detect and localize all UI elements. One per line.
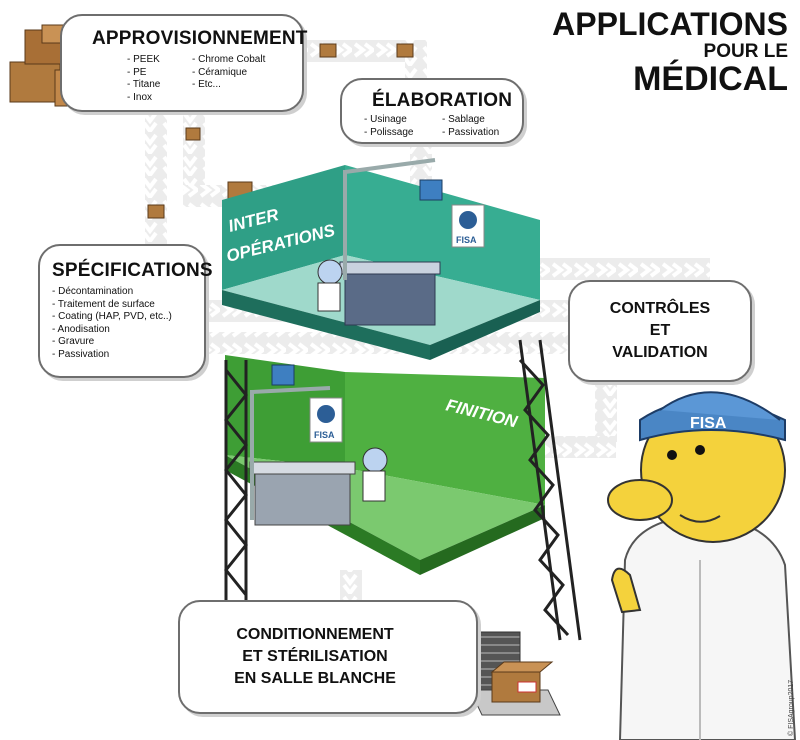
list-item: - Gravure xyxy=(52,336,95,347)
specifications-box: SPÉCIFICATIONS - Décontamination - Trait… xyxy=(38,244,213,378)
specifications-list: - Décontamination - Traitement de surfac… xyxy=(52,286,172,361)
elaboration-list-1: - Usinage - Polissage xyxy=(364,114,413,139)
conditionnement-line-3: EN SALLE BLANCHE xyxy=(234,670,396,687)
conveyor-mid-down xyxy=(183,110,205,190)
conditionnement-box: CONDITIONNEMENT ET STÉRILISATION EN SALL… xyxy=(178,600,478,714)
list-item: - PEEK xyxy=(127,54,160,65)
approvisionnement-title: APPROVISIONNEMENT xyxy=(92,28,308,49)
box-icon xyxy=(319,43,337,58)
list-item: - Chrome Cobalt xyxy=(192,54,266,65)
mascot-illustration xyxy=(607,391,797,740)
conveyor-elab-down xyxy=(410,140,432,190)
worker-icon xyxy=(362,447,388,473)
inter-operations-room xyxy=(222,158,540,360)
conditionnement-line-2: ET STÉRILISATION xyxy=(242,648,388,665)
controles-box: CONTRÔLES ET VALIDATION xyxy=(568,280,752,382)
list-item: - Décontamination xyxy=(52,286,134,297)
list-item: - Inox xyxy=(127,91,153,103)
title-line-medical: MÉDICAL xyxy=(633,60,788,98)
controles-text: CONTRÔLES ET VALIDATION xyxy=(570,298,750,364)
controles-line-2: ET xyxy=(649,322,671,339)
page-title: APPLICATIONS POUR LE MÉDICAL xyxy=(508,8,788,96)
workbench-icon xyxy=(344,269,436,326)
box-icon xyxy=(396,43,414,58)
list-item: - Sablage xyxy=(442,114,485,125)
conveyor-controle-down xyxy=(595,382,617,442)
conveyor-to-conditionnement xyxy=(340,570,362,604)
cap-logo-text: FISA xyxy=(690,415,727,432)
approvisionnement-list-2: - Chrome Cobalt - Céramique - Etc... xyxy=(192,54,265,92)
fisa-logo-text: FISA xyxy=(456,235,477,245)
list-item: - PE xyxy=(127,66,147,78)
conveyor-to-finition xyxy=(540,436,616,458)
copyright-text: © FISAgroup2017 xyxy=(787,680,795,736)
list-item: - Céramique xyxy=(192,66,248,78)
elaboration-list-2: - Sablage - Passivation xyxy=(442,114,499,139)
scaffold-pylons xyxy=(224,339,582,641)
workbench-icon xyxy=(254,469,351,526)
conveyor-left-down xyxy=(145,110,167,245)
list-item: - Etc... xyxy=(192,79,221,90)
list-item: - Coating (HAP, PVD, etc..) xyxy=(52,311,172,322)
finition-room xyxy=(225,355,545,575)
conditionnement-text: CONDITIONNEMENT ET STÉRILISATION EN SALL… xyxy=(180,624,450,690)
list-item: - Passivation xyxy=(52,348,110,360)
title-line-applications: APPLICATIONS xyxy=(552,6,788,42)
shipping-box-icon xyxy=(464,631,561,716)
list-item: - Anodisation xyxy=(52,323,110,335)
list-item: - Usinage xyxy=(364,114,407,125)
box-icon xyxy=(185,127,201,141)
controles-line-1: CONTRÔLES xyxy=(609,300,711,317)
fisa-logo-text: FISA xyxy=(314,430,335,440)
list-item: - Polissage xyxy=(364,126,414,138)
conditionnement-line-1: CONDITIONNEMENT xyxy=(236,626,394,643)
approvisionnement-list-1: - PEEK - PE - Titane - Inox xyxy=(127,54,160,104)
robot-arm-icon xyxy=(271,364,295,386)
conveyor-room-to-controle xyxy=(530,258,710,280)
robot-arm-icon xyxy=(419,179,443,201)
list-item: - Traitement de surface xyxy=(52,298,155,310)
title-line-pour-le: POUR LE xyxy=(703,41,788,62)
approvisionnement-box: APPROVISIONNEMENT - PEEK - PE - Titane -… xyxy=(60,14,307,112)
worker-icon xyxy=(317,259,343,285)
specifications-title: SPÉCIFICATIONS xyxy=(52,260,213,281)
list-item: - Titane xyxy=(127,79,161,90)
controles-line-3: VALIDATION xyxy=(612,344,708,361)
box-icon xyxy=(147,204,165,219)
elaboration-box: ÉLABORATION - Usinage - Polissage - Sabl… xyxy=(340,78,524,144)
elaboration-title: ÉLABORATION xyxy=(372,90,513,111)
list-item: - Passivation xyxy=(442,126,500,138)
